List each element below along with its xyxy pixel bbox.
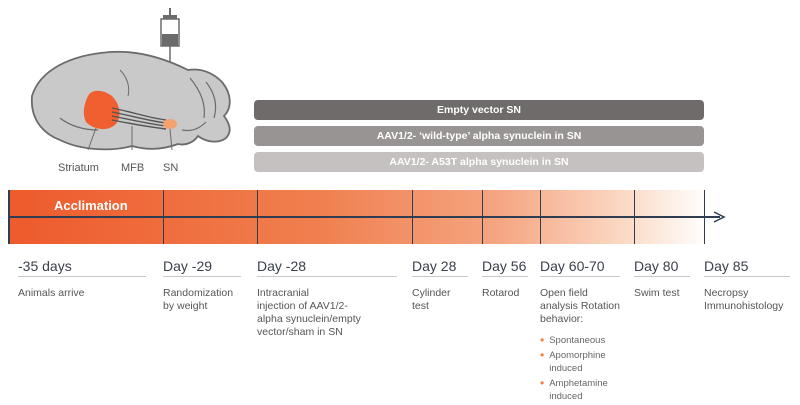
mfb-tract bbox=[111, 107, 167, 130]
desc-line: Intracranial bbox=[257, 287, 309, 299]
arrow-right-icon bbox=[713, 211, 726, 223]
group-bar-wild-type: AAV1/2- ‘wild-type’ alpha synuclein in S… bbox=[254, 126, 704, 146]
separator-line bbox=[482, 276, 528, 277]
separator-line bbox=[634, 276, 690, 277]
desc-line: Swim test bbox=[634, 287, 680, 299]
brain-illustration: Striatum MFB SN bbox=[0, 0, 260, 190]
rotation-behavior-list: • Spontaneous • Apomorphine induced • Am… bbox=[540, 334, 608, 403]
timeline-axis bbox=[8, 216, 720, 218]
event-description: Necropsy Immunohistology bbox=[704, 287, 783, 313]
desc-line: Necropsy bbox=[704, 287, 749, 299]
day-label: Day 56 bbox=[482, 258, 527, 274]
mfb-label: MFB bbox=[121, 162, 145, 174]
event-description: Intracranial injection of AAV1/2- alpha … bbox=[257, 287, 361, 339]
event-description: Randomization by weight bbox=[163, 287, 233, 313]
desc-line: alpha synuclein/empty bbox=[257, 313, 361, 325]
bullet-line: Spontaneous bbox=[549, 335, 606, 346]
event-description: Animals arrive bbox=[18, 287, 85, 300]
list-item: • Spontaneous bbox=[540, 334, 608, 347]
sn-label: SN bbox=[163, 162, 179, 174]
bullet-line: Apomorphine bbox=[549, 350, 606, 361]
desc-line: Open field bbox=[540, 287, 588, 299]
bullet-icon: • bbox=[540, 376, 545, 390]
separator-line bbox=[163, 276, 241, 277]
group-bar-a53t: AAV1/2- A53T alpha synuclein in SN bbox=[254, 152, 704, 172]
list-item: • Amphetamine induced bbox=[540, 377, 608, 403]
striatum-region bbox=[83, 90, 120, 130]
event-description: Open field analysis Rotation behavior: bbox=[540, 287, 620, 326]
bullet-line: induced bbox=[549, 363, 583, 374]
brain-diagram bbox=[31, 8, 231, 151]
separator-line bbox=[257, 276, 397, 277]
separator-line bbox=[704, 276, 790, 277]
desc-line: test bbox=[412, 300, 429, 312]
bullet-line: induced bbox=[549, 391, 583, 402]
desc-line: Randomization bbox=[163, 287, 234, 299]
day-label: Day -29 bbox=[163, 258, 213, 274]
sn-region bbox=[163, 119, 177, 129]
separator-line bbox=[18, 276, 146, 277]
brain-shape bbox=[31, 50, 231, 151]
bullet-line: Amphetamine bbox=[549, 378, 608, 389]
separator-line bbox=[540, 276, 620, 277]
group-bar-empty-vector: Empty vector SN bbox=[254, 100, 704, 120]
group-label: AAV1/2- ‘wild-type’ alpha synuclein in S… bbox=[376, 130, 582, 142]
group-label: AAV1/2- A53T alpha synuclein in SN bbox=[389, 156, 569, 168]
list-item: • Apomorphine induced bbox=[540, 349, 608, 375]
event-description: Cylinder test bbox=[412, 287, 451, 313]
desc-line: behavior: bbox=[540, 313, 584, 325]
desc-line: Rotarod bbox=[482, 287, 520, 299]
bullet-icon: • bbox=[540, 348, 545, 362]
desc-line: vector/sham in SN bbox=[257, 326, 343, 338]
event-description: Rotarod bbox=[482, 287, 519, 300]
bullet-icon: • bbox=[540, 333, 545, 347]
desc-line: analysis Rotation bbox=[540, 300, 620, 312]
desc-line: Cylinder bbox=[412, 287, 451, 299]
event-description: Swim test bbox=[634, 287, 680, 300]
separator-line bbox=[412, 276, 468, 277]
day-label: Day 28 bbox=[412, 258, 457, 274]
desc-line: injection of AAV1/2- bbox=[257, 300, 348, 312]
day-label: Day 80 bbox=[634, 258, 679, 274]
desc-line: by weight bbox=[163, 300, 208, 312]
desc-line: Animals arrive bbox=[18, 287, 85, 299]
desc-line: Immunohistology bbox=[704, 300, 784, 312]
day-label: -35 days bbox=[18, 258, 72, 274]
day-label: Day -28 bbox=[257, 258, 307, 274]
group-label: Empty vector SN bbox=[436, 104, 522, 116]
acclimation-label: Acclimation bbox=[54, 198, 128, 213]
day-label: Day 60-70 bbox=[540, 258, 605, 274]
striatum-label: Striatum bbox=[58, 162, 99, 174]
day-label: Day 85 bbox=[704, 258, 749, 274]
